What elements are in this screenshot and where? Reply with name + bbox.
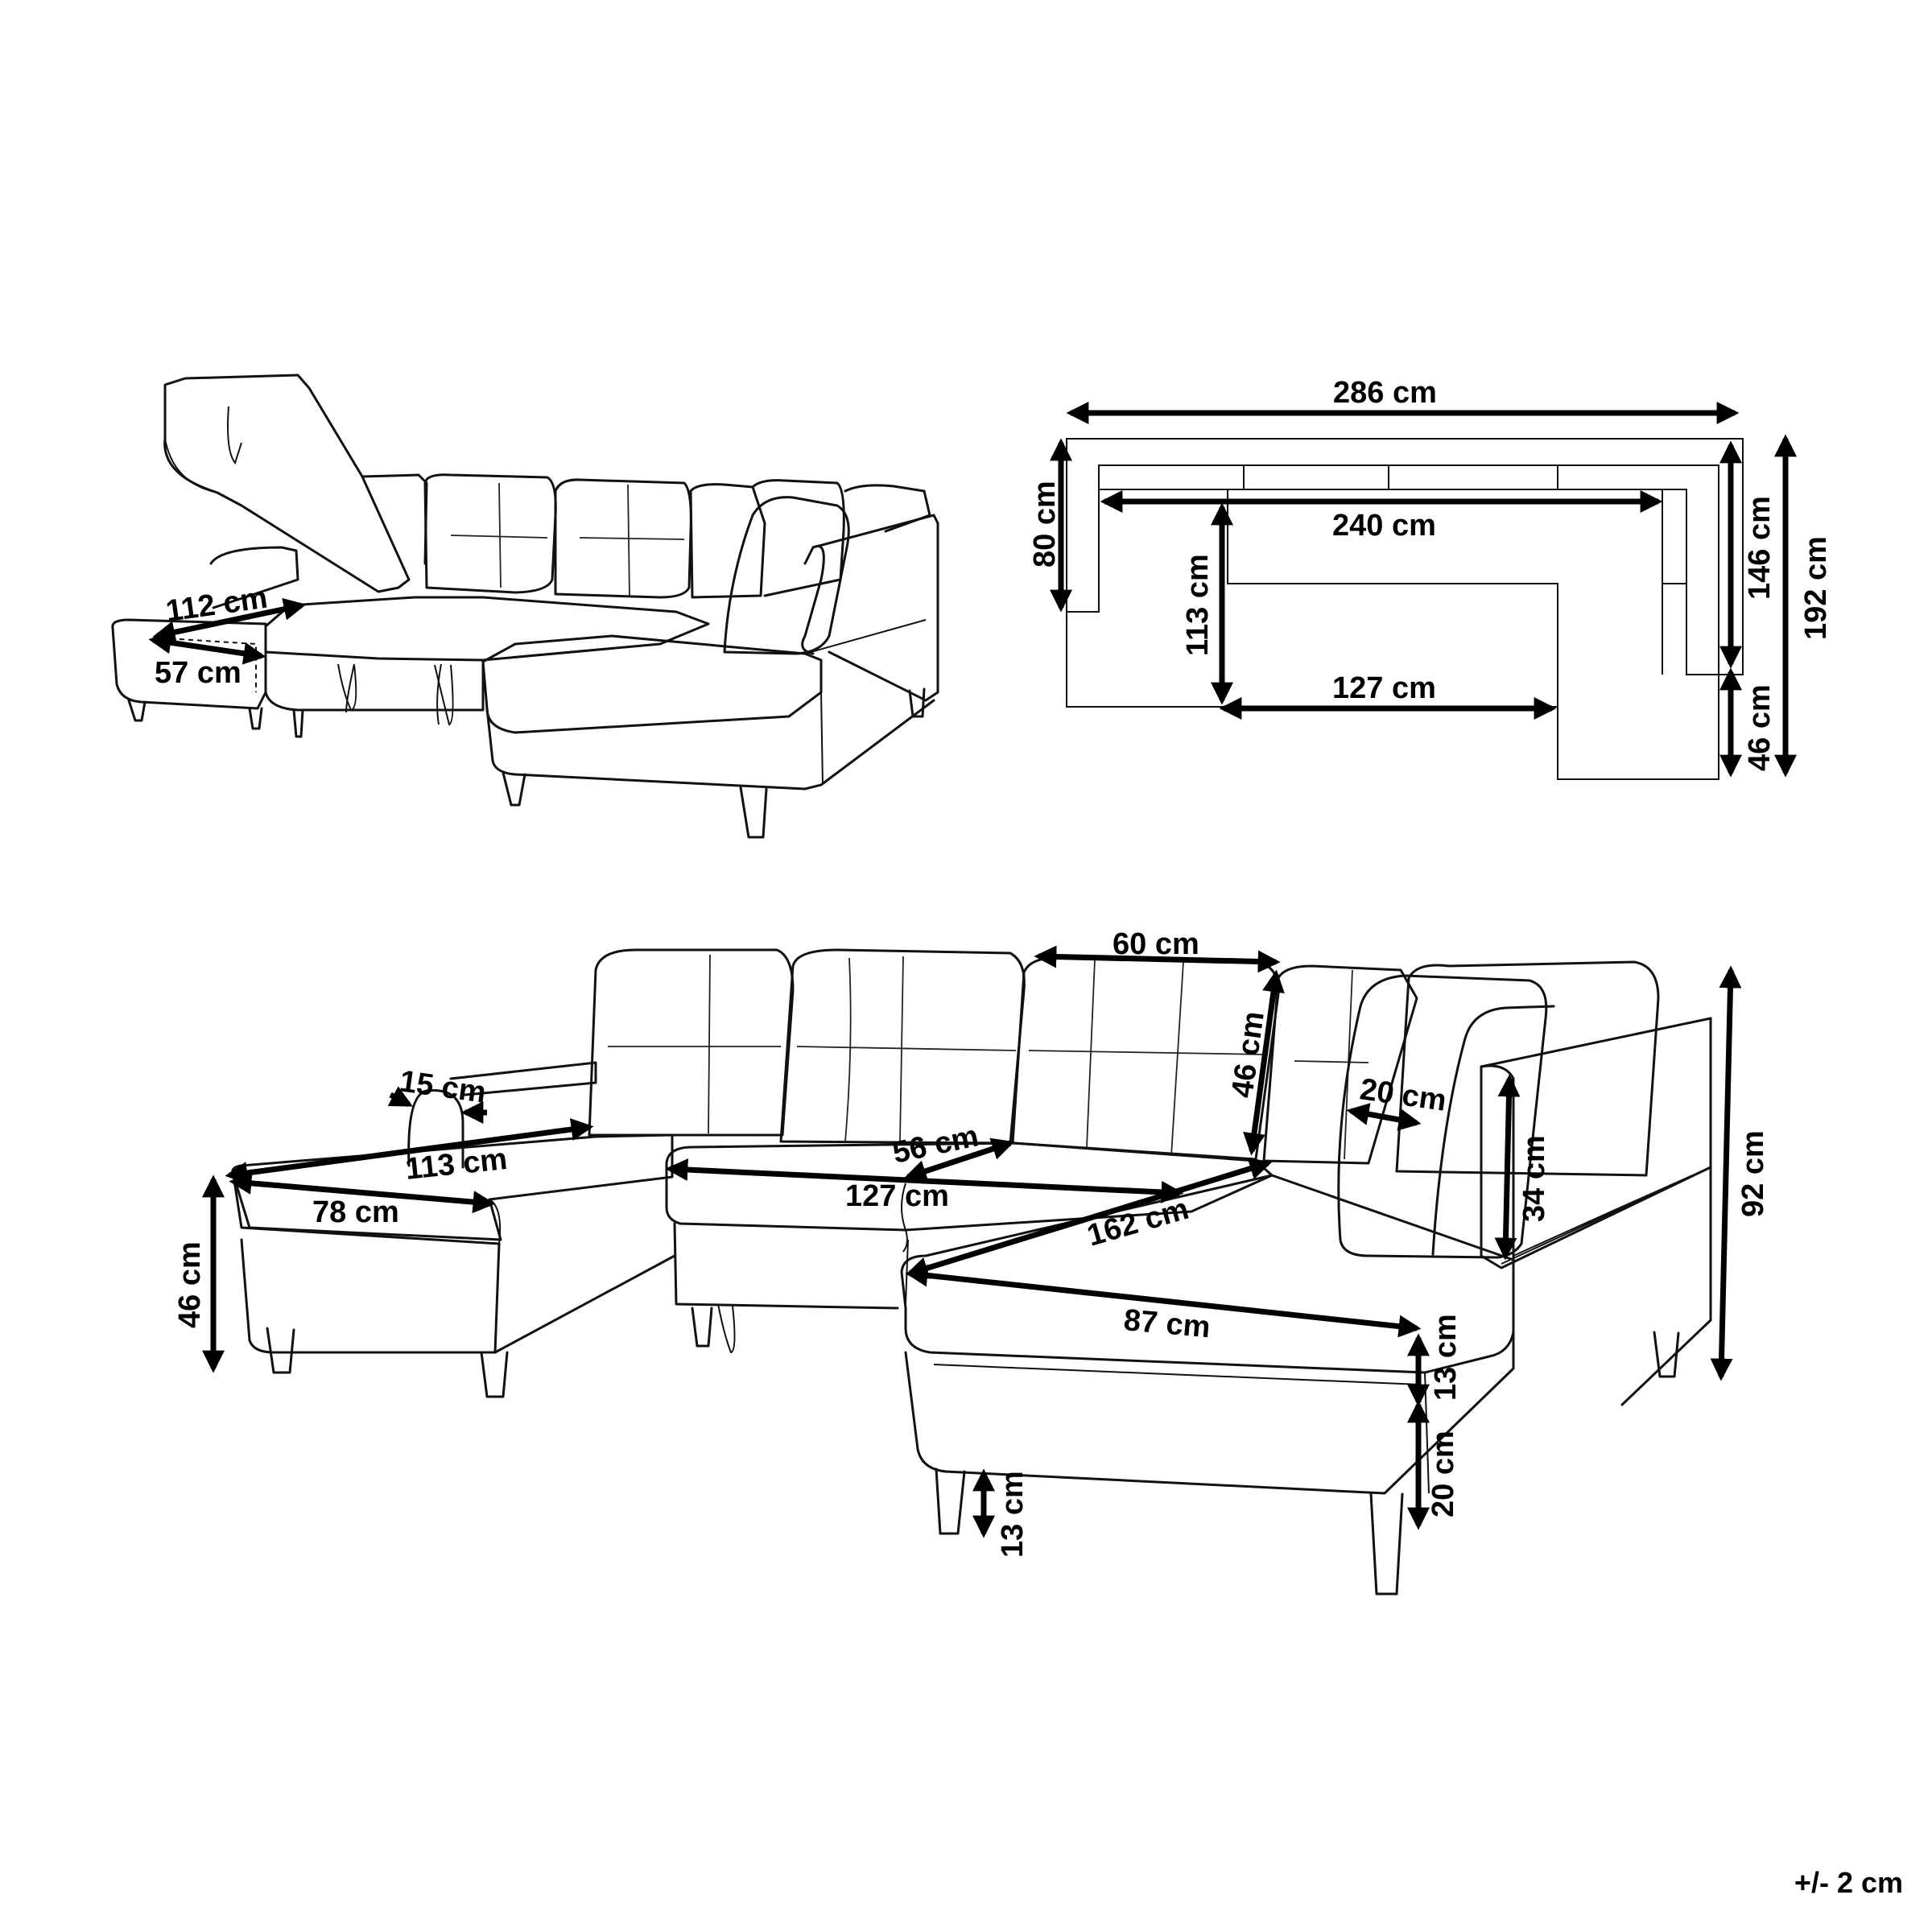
label-depth-closed: 57 cm [155,656,242,690]
label-chaise-width: 127 cm [1332,671,1436,705]
label-total-width: 286 cm [1333,376,1437,410]
label-arm-height: 34 cm [1517,1135,1551,1222]
right-length-arrow [905,1158,1273,1279]
cushion-height-arrow [1243,969,1285,1156]
label-pillow-depth: 20 cm [1358,1072,1449,1118]
label-back-depth: 80 cm [1028,481,1062,568]
front-perspective-view: 60 cm 46 cm 15 cm 113 cm 78 cm 46 cm 56 … [173,927,1770,1596]
depth-open-arrow [152,597,307,644]
label-total-height: 92 cm [1736,1130,1770,1217]
perspective-open-view: 112 cm 57 cm [111,374,939,839]
label-left-width: 78 cm [312,1195,399,1229]
label-depth-open: 112 cm [163,581,269,629]
label-cushion-height: 46 cm [1225,1009,1271,1100]
label-base-height: 20 cm [1426,1430,1460,1517]
label-right-depth-lower: 46 cm [1743,684,1777,771]
label-cushion-thickness: 13 cm [1429,1314,1463,1401]
total-height-arrow [1710,965,1742,1381]
cushion-width-arrow [1034,945,1281,973]
label-total-depth: 192 cm [1799,536,1833,640]
label-right-depth-upper: 146 cm [1743,496,1777,600]
label-seat-height: 46 cm [173,1241,207,1328]
label-cushion-width: 60 cm [1113,927,1199,961]
depth-closed-arrow [148,631,266,665]
label-arm-thickness: 15 cm [398,1064,489,1110]
label-middle-width: 127 cm [845,1179,949,1213]
arm-thickness-arrow-left [387,1086,413,1108]
arm-height-arrow [1494,1074,1521,1261]
label-seat-depth: 113 cm [1181,554,1215,656]
tolerance-note: +/- 2 cm [1794,1866,1903,1899]
label-inner-width: 240 cm [1332,509,1436,543]
label-seat-depth: 56 cm [890,1119,981,1170]
plan-view: 286 cm 240 cm 127 cm 113 cm 80 cm 146 cm… [1028,376,1833,780]
left-length-arrow [225,1118,594,1184]
label-chaise-width: 87 cm [1122,1303,1212,1344]
label-leg-height: 13 cm [996,1471,1030,1558]
chaise-width-arrow [905,1264,1422,1338]
left-width-arrow [229,1171,496,1214]
pillow-depth-arrow [1346,1103,1422,1131]
